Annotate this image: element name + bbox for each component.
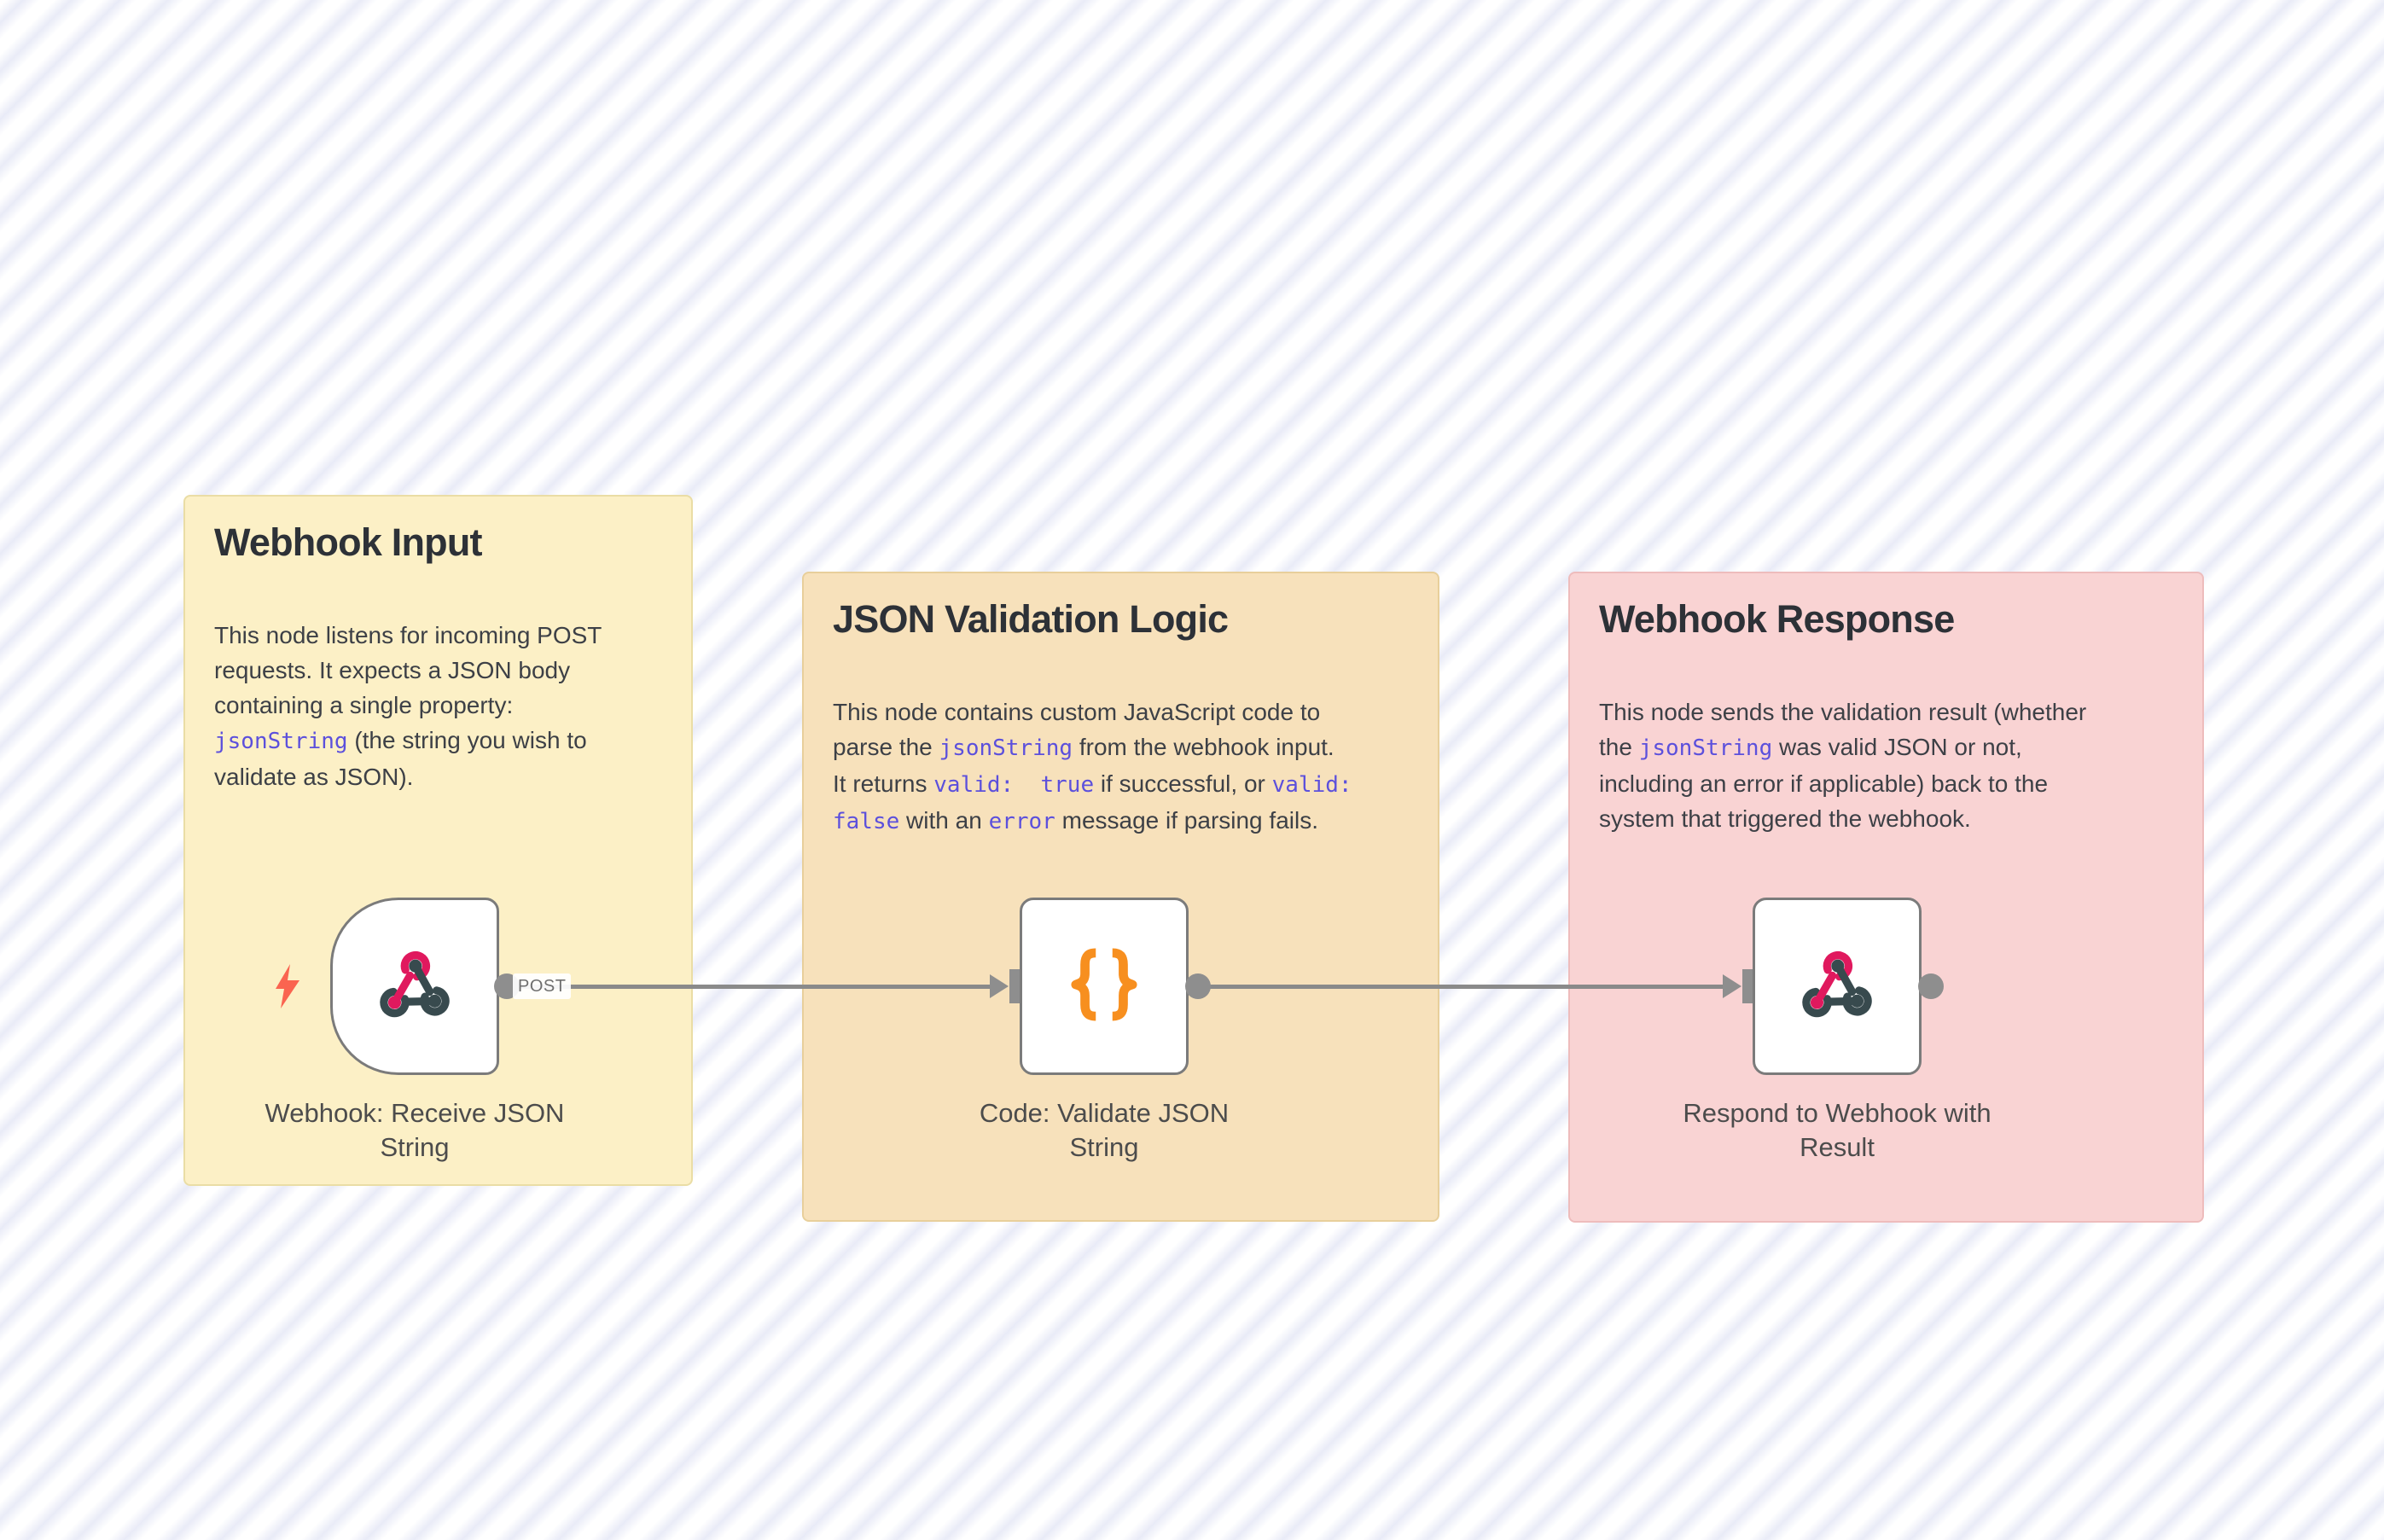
- output-connector[interactable]: [1185, 973, 1211, 999]
- sticky-note-body: This node sends the validation result (w…: [1599, 699, 2087, 832]
- node-webhook-trigger[interactable]: Webhook: Receive JSON String: [265, 898, 564, 1162]
- sticky-note-body: This node contains custom JavaScript cod…: [833, 699, 1352, 834]
- sticky-note-title: JSON Validation Logic: [833, 597, 1229, 641]
- output-connector[interactable]: [1918, 973, 1944, 999]
- connection-label-post: POST: [513, 973, 572, 999]
- inline-code: false: [833, 809, 900, 834]
- webhook-icon: [379, 949, 451, 1025]
- node-label: Webhook: Receive JSON String: [265, 1098, 565, 1162]
- inline-code: jsonString: [214, 729, 348, 754]
- sticky-note-webhook-input[interactable]: Webhook Input This node listens for inco…: [183, 495, 693, 1186]
- code-braces-icon: [1069, 947, 1139, 1026]
- sticky-note-json-validation-logic[interactable]: JSON Validation Logic This node contains…: [802, 572, 1439, 1222]
- sticky-note-webhook-response[interactable]: Webhook Response This node sends the val…: [1568, 572, 2204, 1223]
- node-code[interactable]: Code: Validate JSON String: [980, 898, 1229, 1162]
- lightning-bolt-icon: [274, 964, 301, 1013]
- sticky-note-title: Webhook Input: [214, 520, 483, 564]
- node-label: Respond to Webhook with Result: [1683, 1098, 1992, 1162]
- inline-code: jsonString: [1638, 735, 1773, 761]
- connection-line[interactable]: [507, 985, 991, 989]
- input-connector[interactable]: [1742, 969, 1753, 1003]
- webhook-icon: [1801, 949, 1873, 1025]
- inline-code: valid: true: [933, 772, 1095, 798]
- input-connector[interactable]: [1009, 969, 1020, 1003]
- inline-code: error: [988, 809, 1055, 834]
- input-connector-arrow-icon[interactable]: [1722, 973, 1742, 1000]
- node-label: Code: Validate JSON String: [979, 1098, 1230, 1162]
- inline-code: jsonString: [939, 735, 1073, 761]
- input-connector-arrow-icon[interactable]: [989, 973, 1009, 1000]
- node-respond-to-webhook[interactable]: Respond to Webhook with Result: [1683, 898, 1992, 1162]
- inline-code: valid:: [1271, 772, 1352, 798]
- connection-line[interactable]: [1198, 985, 1724, 989]
- sticky-note-title: Webhook Response: [1599, 597, 1955, 641]
